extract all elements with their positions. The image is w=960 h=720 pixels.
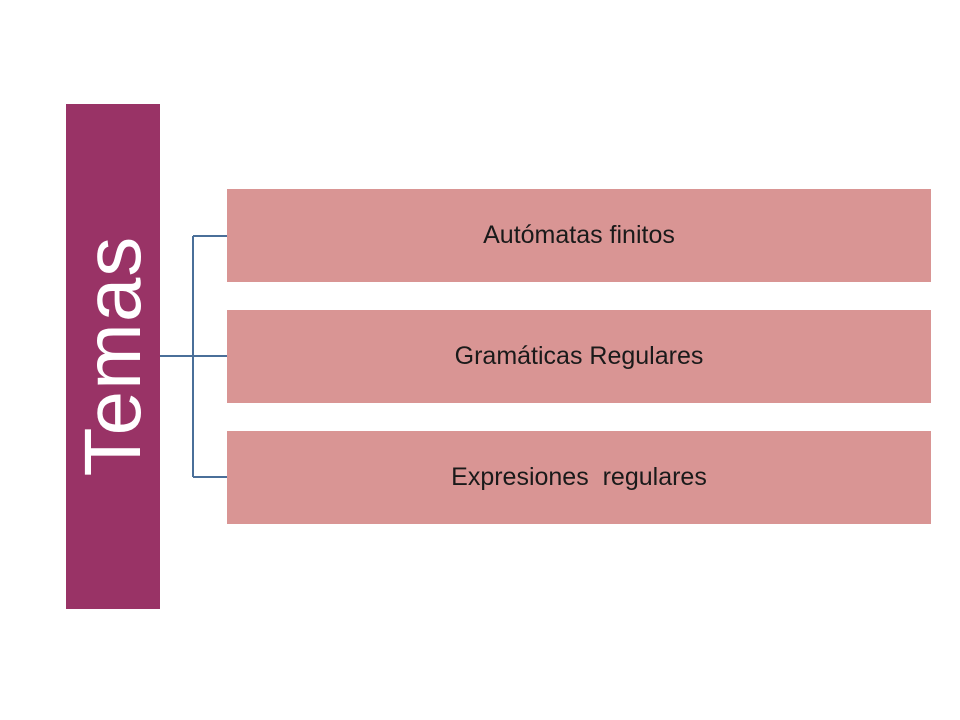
root-node: [66, 104, 160, 609]
topic-box-expresiones: Expresiones regulares: [227, 431, 931, 524]
topic-box-gramaticas: Gramáticas Regulares: [227, 310, 931, 403]
topic-label-expresiones: Expresiones regulares: [451, 463, 707, 491]
topic-label-gramaticas: Gramáticas Regulares: [454, 342, 704, 370]
topic-label-automatas: Autómatas finitos: [483, 221, 675, 249]
topic-box-automatas: Autómatas finitos: [227, 189, 931, 282]
